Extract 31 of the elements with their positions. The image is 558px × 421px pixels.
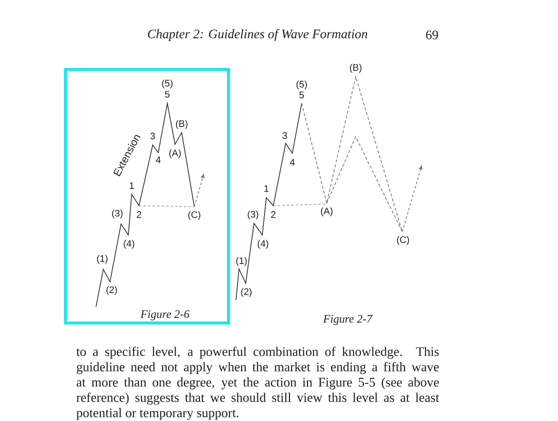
wave-label: (B) (176, 120, 188, 129)
wave-label: (3) (248, 210, 258, 220)
wave-label: (4) (124, 240, 134, 249)
running-header: Chapter 2: Guidelines of Wave Formation (148, 29, 368, 41)
wave-label: (A) (320, 207, 332, 216)
body-paragraph: to a specific level, a powerful combination of knowledge. This guideline need not apply when the market is ending a fifth wave at more than one degree, yet the action in Figure 5-5 (see above reference) suggests that we should still view this level as at least potential or temporary support. (76, 346, 440, 420)
wave-label: 1 (130, 182, 134, 189)
wave-label: 5 (299, 92, 304, 98)
figure-caption: Figure 2-6 (140, 310, 190, 320)
wave-label: 3 (282, 132, 287, 139)
wave-label: (2) (106, 286, 117, 295)
wave-label: 2 (271, 211, 276, 218)
wave-label: (1) (236, 257, 247, 266)
figure-caption: Figure 2-7 (323, 314, 373, 326)
wave-label: (C) (397, 236, 409, 245)
wave-label: 2 (136, 211, 142, 218)
wave-label: 4 (156, 156, 161, 164)
wave-label: (4) (258, 240, 268, 249)
wave-label: (A) (169, 149, 181, 158)
wave-label: 5 (165, 90, 170, 98)
wave-label: (1) (97, 254, 108, 264)
wave-label: (C) (188, 211, 200, 220)
wave-label: (2) (241, 288, 252, 297)
wave-label: (5) (296, 80, 307, 90)
wave-label: 1 (264, 185, 268, 192)
page-number: 69 (426, 30, 438, 40)
wave-label: 3 (150, 132, 155, 140)
wave-label: (3) (112, 210, 123, 218)
wave-label: 4 (290, 159, 295, 166)
wave-label: (5) (162, 80, 173, 88)
wave-label: (B) (350, 64, 362, 73)
